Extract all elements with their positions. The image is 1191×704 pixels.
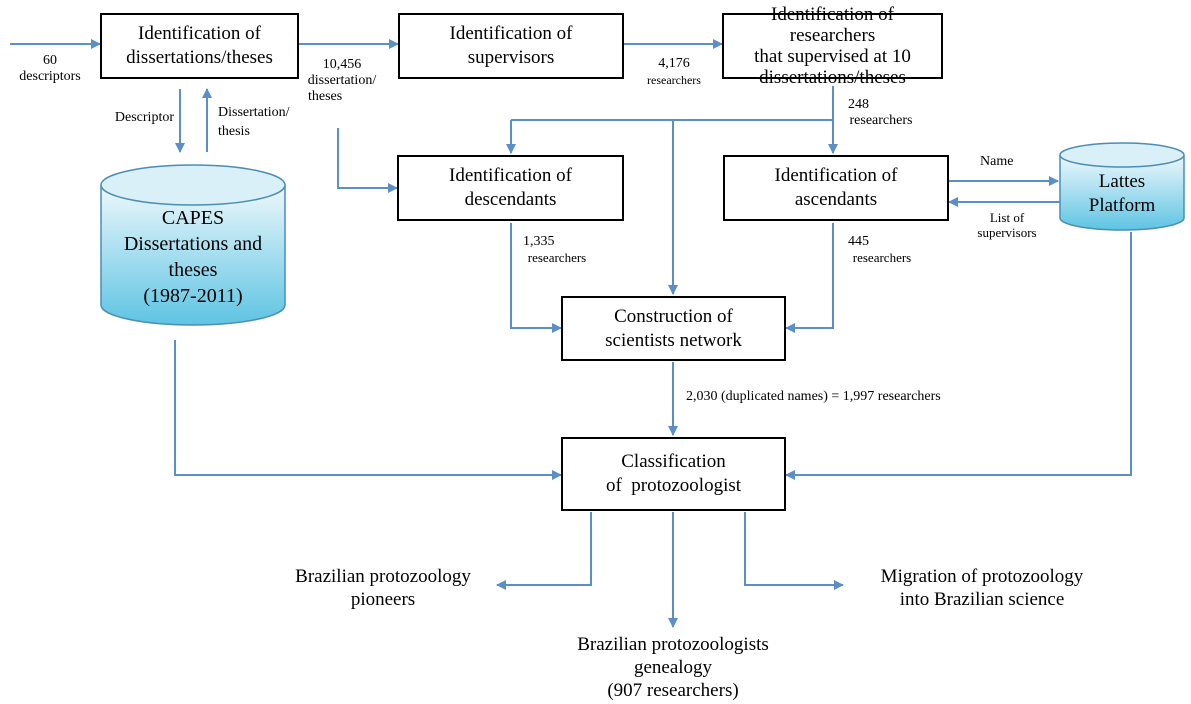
output-line: pioneers	[350, 589, 416, 610]
label-descriptors: 60 descriptors	[16, 53, 84, 85]
arrow-capes-classification	[174, 340, 562, 480]
label-network-count: 2,030 (duplicated names) = 1,997 researc…	[686, 389, 941, 404]
box-line: Identification of	[449, 165, 572, 186]
label-line: 4,176	[658, 56, 690, 71]
db-line: CAPES	[161, 207, 225, 229]
capes-database	[100, 164, 286, 326]
db-line: Lattes	[1098, 171, 1146, 192]
label-line: 445	[848, 234, 869, 249]
box-line: descendants	[464, 189, 557, 210]
arrow-to-descendants	[337, 128, 398, 193]
db-line: theses	[168, 259, 218, 281]
arrow-ascendants-network	[785, 223, 834, 333]
output-line: genealogy	[633, 657, 713, 678]
label-1335: 1,335 researchers	[517, 234, 597, 266]
box-line: scientists network	[605, 329, 742, 351]
label-dissertation-thesis: Dissertation/ thesis	[218, 103, 290, 141]
arrow-lattes-classification	[785, 232, 1132, 480]
output-line: Brazilian protozoologists	[577, 634, 769, 655]
label-list-of-supervisors: List of supervisors	[972, 210, 1042, 240]
box-line: Identification of	[138, 23, 261, 44]
identification-descendants-box: Identification of descendants	[397, 155, 624, 221]
output-line: Migration of protozoology	[880, 566, 1084, 587]
label-line: List of	[989, 210, 1025, 225]
output-line: into Brazilian science	[899, 589, 1065, 610]
label-descriptor: Descriptor	[114, 110, 174, 125]
output-line: (907 researchers)	[607, 680, 739, 701]
label-line: 60	[43, 53, 57, 68]
lattes-database-label: Lattes Platform	[1060, 170, 1184, 218]
identification-dissertations-box: Identification of dissertations/theses	[100, 13, 299, 79]
label-line: dissertation/	[307, 73, 377, 88]
label-line: 1,335	[523, 234, 555, 249]
box-line: dissertations/theses	[759, 67, 906, 88]
box-line: that supervised at 10	[754, 46, 911, 67]
output-migration: Migration of protozoology into Brazilian…	[852, 565, 1112, 611]
output-pioneers: Brazilian protozoology pioneers	[268, 565, 498, 611]
box-line: ascendants	[794, 189, 878, 210]
label-line: researchers	[849, 113, 913, 128]
label-line: 248	[848, 97, 869, 112]
label-line: researchers	[852, 250, 912, 265]
label-line: Dissertation/	[218, 105, 290, 120]
box-line: supervisors	[467, 47, 555, 68]
classification-box: Classification of protozoologist	[561, 437, 786, 511]
label-445: 445 researchers	[842, 234, 922, 266]
label-line: researchers	[527, 250, 587, 265]
box-line: Identification of researchers	[771, 4, 894, 46]
arrow-to-pioneers	[496, 512, 592, 590]
identification-ascendants-box: Identification of ascendants	[723, 155, 949, 221]
label-248: 248 researchers	[842, 97, 920, 129]
output-genealogy: Brazilian protozoologists genealogy (907…	[548, 633, 798, 702]
capes-database-label: CAPES Dissertations and theses (1987-201…	[101, 205, 285, 309]
arrow-descendants-network	[510, 223, 562, 333]
db-line: Dissertations and	[123, 233, 263, 255]
arrow-to-migration	[744, 512, 844, 590]
box-line: of protozoologist	[605, 475, 742, 496]
db-line: (1987-2011)	[143, 285, 243, 307]
label-dissertation-count: 10,456 dissertation/ theses	[302, 57, 382, 105]
db-line: Platform	[1088, 195, 1156, 216]
box-line: Identification of	[774, 165, 898, 186]
box-line: dissertations/theses	[126, 47, 273, 68]
lattes-database	[1059, 142, 1185, 231]
label-name: Name	[980, 154, 1014, 169]
output-line: Brazilian protozoology	[295, 566, 471, 587]
label-line: theses	[308, 89, 343, 104]
label-supervisors-count: 4,176 researchers	[634, 56, 714, 88]
box-line: Identification of	[449, 23, 573, 44]
box-line: Construction of	[614, 305, 733, 327]
label-line: 10,456	[322, 57, 362, 72]
identification-supervisors-box: Identification of supervisors	[398, 13, 624, 79]
box-line: Classification	[621, 451, 726, 472]
label-line: descriptors	[19, 69, 81, 84]
label-line: thesis	[218, 124, 250, 139]
label-line: supervisors	[977, 225, 1037, 240]
label-line: researchers	[647, 73, 701, 87]
